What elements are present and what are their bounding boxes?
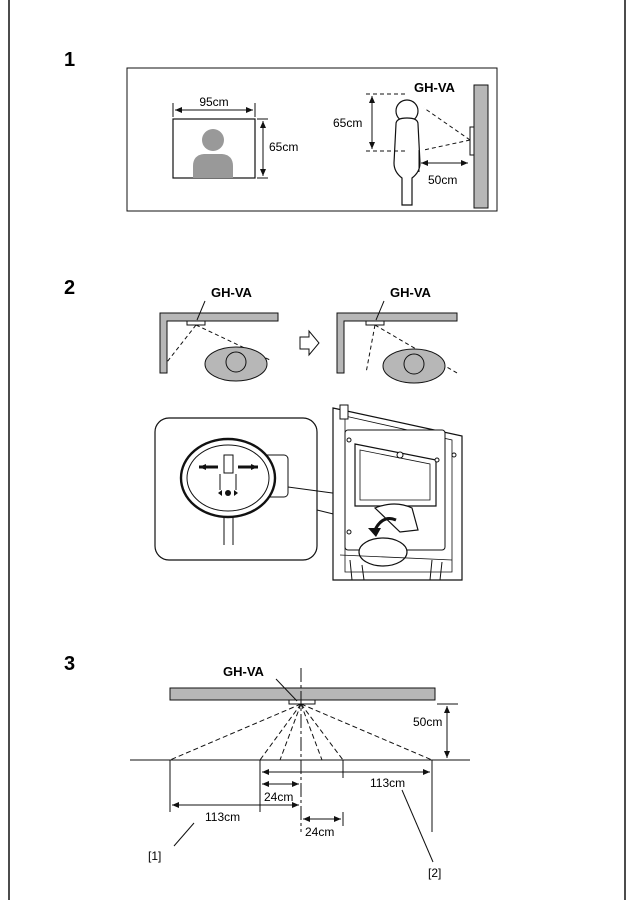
adjustment-knob-icon	[179, 437, 277, 545]
wall-panel	[473, 84, 489, 209]
step-2-number: 2	[64, 277, 75, 299]
arrow-right-outline-icon	[299, 329, 320, 357]
span-left-label: 113cm	[205, 810, 240, 824]
step-3-model-label: GH-VA	[223, 664, 265, 679]
step-1-frame	[126, 67, 498, 212]
camera-unit	[469, 126, 475, 156]
step-3-number: 3	[64, 653, 75, 675]
coverage-fan	[169, 703, 433, 761]
offset-right-label: 24cm	[305, 825, 334, 839]
screen-height-label: 65cm	[269, 140, 298, 154]
adjustment-detail-callout	[154, 417, 363, 561]
offset-left-label: 24cm	[264, 790, 293, 804]
person-height-label: 65cm	[333, 116, 362, 130]
model-leader	[275, 678, 298, 702]
panel-back-illustration	[332, 404, 463, 581]
callout-1-label: [1]	[148, 849, 161, 863]
rotate-arrow-head	[368, 528, 381, 537]
person-silhouette-icon	[193, 129, 233, 178]
step-1-section: 1 95cm 65cm GH-VA 65cm	[64, 49, 498, 212]
span-right-label: 113cm	[370, 776, 405, 790]
height-50cm-label: 50cm	[413, 715, 442, 729]
corner-diagram-after: GH-VA	[336, 285, 458, 384]
callout-2-label: [2]	[428, 866, 441, 880]
camera-unit-top	[288, 699, 316, 705]
corner-diagram-before: GH-VA	[159, 285, 279, 382]
standing-person-icon	[393, 99, 421, 206]
step-2-section: 2 GH-VA GH-VA	[64, 277, 463, 581]
step-3-section: 3 GH-VA 50cm 24cm 113cm	[64, 653, 470, 880]
distance-label: 50cm	[428, 173, 457, 187]
step-2-model-left: GH-VA	[211, 285, 253, 300]
step-1-model-label: GH-VA	[414, 80, 456, 95]
screen-width-label: 95cm	[199, 95, 228, 109]
step-2-model-right: GH-VA	[390, 285, 432, 300]
step-1-number: 1	[64, 49, 75, 71]
wall-bar	[169, 687, 436, 701]
